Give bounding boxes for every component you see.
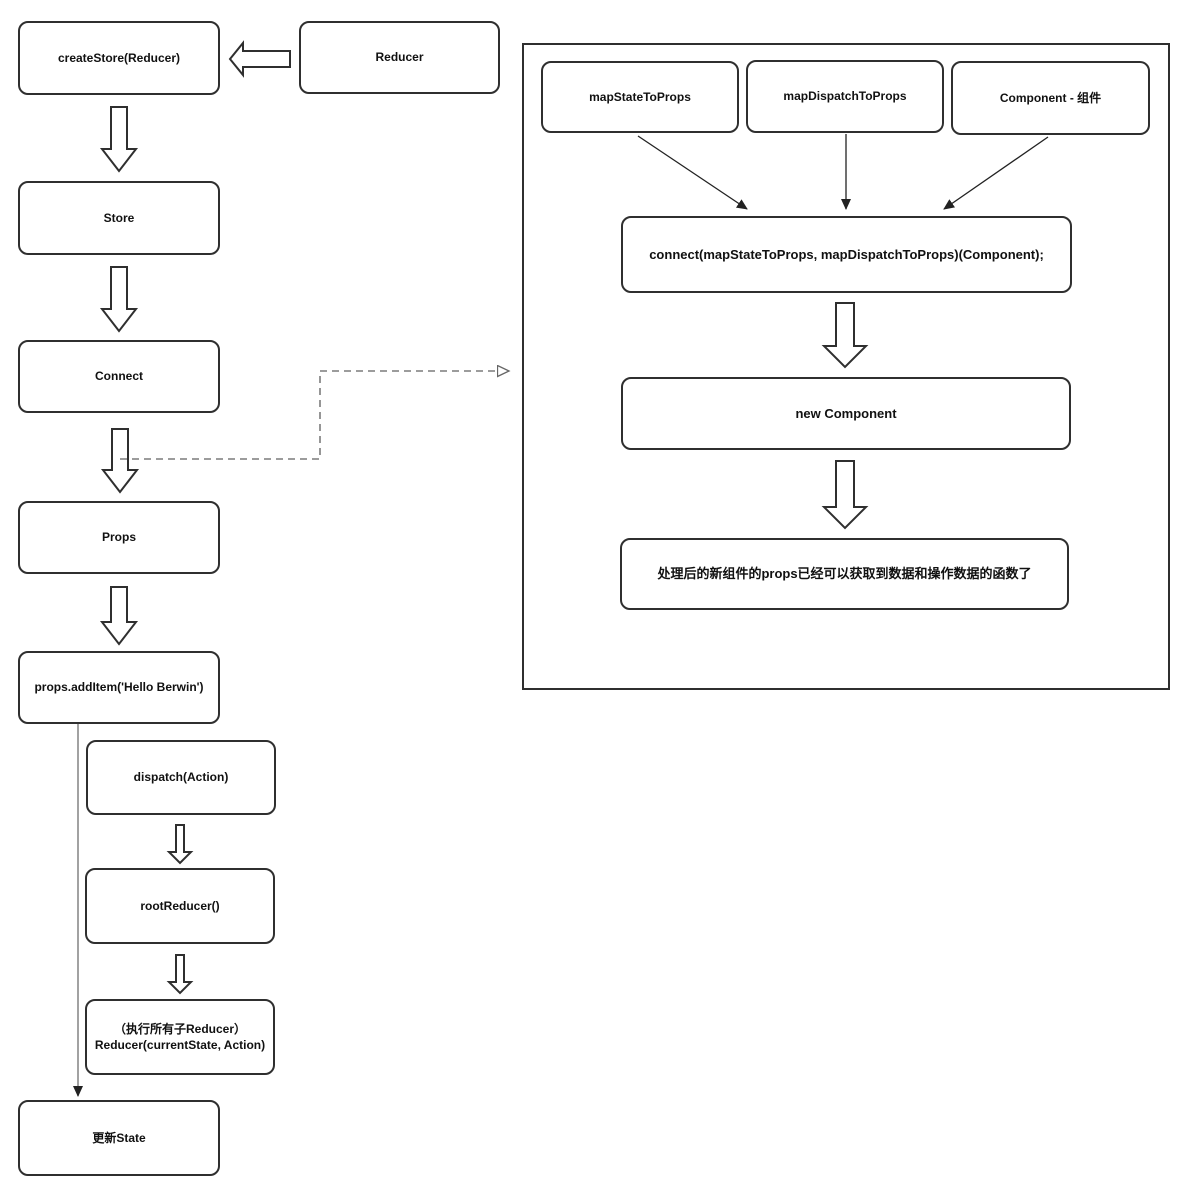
block-arrow-createstore-to-store <box>99 106 139 173</box>
node-update-state: 更新State <box>18 1100 220 1176</box>
node-map-state-to-props: mapStateToProps <box>541 61 739 133</box>
node-props: Props <box>18 501 220 574</box>
block-arrow-props-to-additem <box>99 586 139 646</box>
node-reducer: Reducer <box>299 21 500 94</box>
node-component: Component - 组件 <box>951 61 1150 135</box>
block-arrow-newcomponent-to-result <box>821 460 869 530</box>
node-result-note: 处理后的新组件的props已经可以获取到数据和操作数据的函数了 <box>620 538 1069 610</box>
arrow-component-to-connectcall <box>943 136 1049 210</box>
connect-detail-panel <box>522 43 1170 690</box>
node-connect: Connect <box>18 340 220 413</box>
block-arrow-dispatch-to-rootreducer <box>166 824 194 865</box>
block-arrow-reducer-to-createstore <box>228 40 291 78</box>
node-props-additem: props.addItem('Hello Berwin') <box>18 651 220 724</box>
dashed-arrow-connect-to-panel <box>120 371 509 460</box>
node-store: Store <box>18 181 220 255</box>
arrow-mapstatetoprops-to-connectcall <box>637 135 748 210</box>
node-root-reducer: rootReducer() <box>85 868 275 944</box>
block-arrow-rootreducer-to-subreducer <box>166 954 194 995</box>
node-create-store: createStore(Reducer) <box>18 21 220 95</box>
node-dispatch-action: dispatch(Action) <box>86 740 276 815</box>
node-sub-reducer-call: （执行所有子Reducer）Reducer(currentState, Acti… <box>85 999 275 1075</box>
node-new-component: new Component <box>621 377 1071 450</box>
block-arrow-connectcall-to-newcomponent <box>821 302 869 369</box>
node-map-dispatch-to-props: mapDispatchToProps <box>746 60 944 133</box>
node-connect-call: connect(mapStateToProps, mapDispatchToPr… <box>621 216 1072 293</box>
block-arrow-connect-to-props <box>100 428 140 494</box>
block-arrow-store-to-connect <box>99 266 139 333</box>
